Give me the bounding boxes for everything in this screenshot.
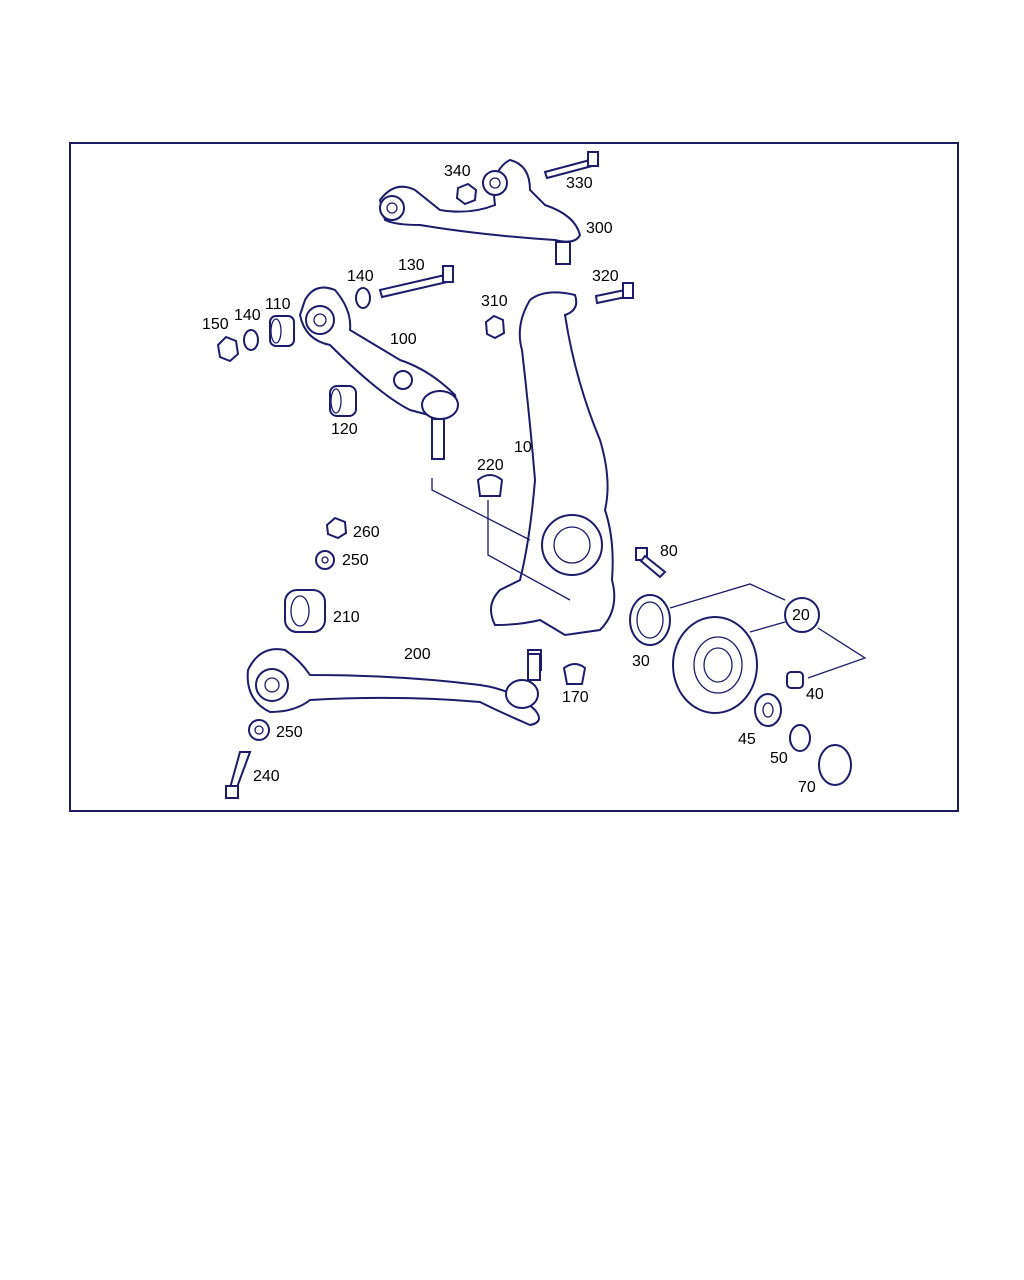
callout-70: 70 [798,779,816,796]
washer-140-a [355,287,371,309]
callout-80: 80 [660,543,678,560]
callout-140: 140 [234,307,261,324]
wheel-hub [672,616,758,714]
lower-control-arm-100 [298,286,459,460]
washer-140-b [243,329,259,351]
nut-260 [325,516,348,540]
nut-340 [455,182,478,206]
washer-45 [754,693,782,727]
bolt-330 [543,151,599,180]
callout-30: 30 [632,653,650,670]
bolt-240 [225,751,252,799]
callout-140: 140 [347,268,374,285]
bolt-130 [378,265,454,299]
cap-70 [818,744,852,786]
nut-220 [476,474,504,497]
leader-lines [431,478,867,679]
callout-40: 40 [806,686,824,703]
nut-310 [484,314,506,340]
callout-320: 320 [592,268,619,285]
callout-45: 45 [738,731,756,748]
callout-170: 170 [562,689,589,706]
upper-control-arm [378,158,582,265]
bushing-110 [269,315,295,347]
callout-50: 50 [770,750,788,767]
callout-250: 250 [276,724,303,741]
callout-20: 20 [792,607,810,624]
nut-170 [562,663,587,685]
callout-340: 340 [444,163,471,180]
nut-50 [789,724,811,752]
callout-110: 110 [265,296,291,313]
callout-260: 260 [353,524,380,541]
bushing-120 [329,385,357,417]
callout-250: 250 [342,552,369,569]
callout-120: 120 [331,421,358,438]
callout-150: 150 [202,316,229,333]
callout-220: 220 [477,457,504,474]
callout-130: 130 [398,257,425,274]
bolt-80 [635,547,667,579]
washer-250-b [248,719,270,741]
bushing-210 [284,589,326,633]
callout-10: 10 [514,439,532,456]
seal-30 [629,594,671,646]
steering-knuckle [490,291,616,671]
callout-100: 100 [390,331,417,348]
callout-330: 330 [566,175,593,192]
callout-200: 200 [404,646,431,663]
diagram-frame [69,142,959,812]
callout-240: 240 [253,768,280,785]
callout-310: 310 [481,293,508,310]
bolt-40 [786,671,804,689]
lower-control-arm-200 [246,648,541,727]
callout-210: 210 [333,609,360,626]
washer-250-a [315,550,335,570]
nut-150 [216,335,240,363]
callout-300: 300 [586,220,613,237]
bolt-320 [594,282,634,305]
